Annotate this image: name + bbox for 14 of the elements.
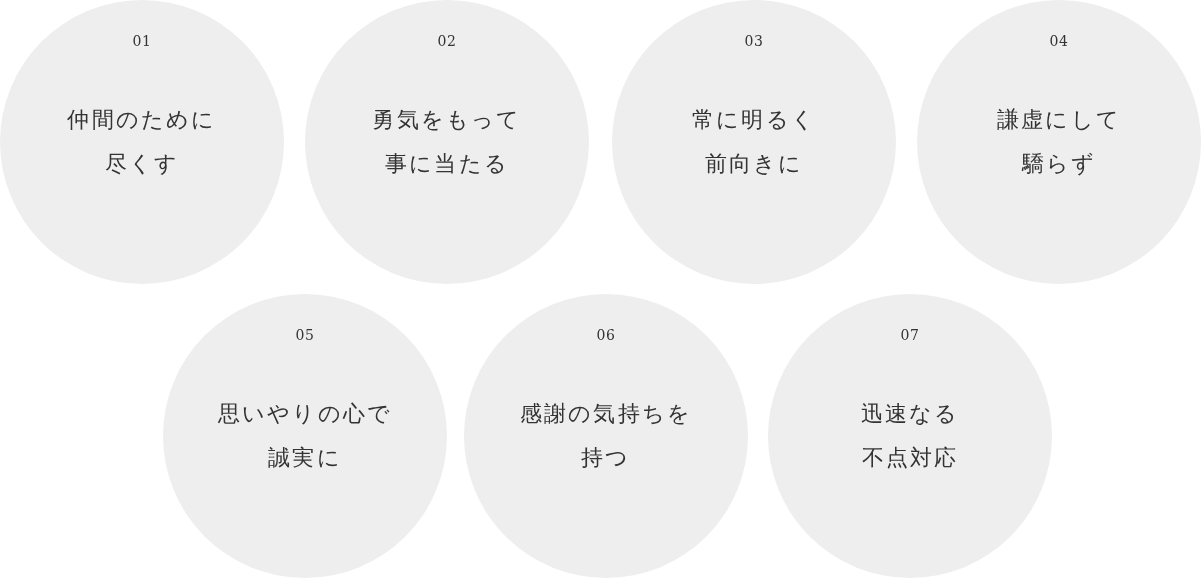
step-number: 04 — [1049, 33, 1069, 49]
step-number: 03 — [744, 33, 764, 49]
step-number: 02 — [437, 33, 457, 49]
value-text: 謙虚にして驕らず — [996, 106, 1122, 178]
step-number: 01 — [132, 33, 152, 49]
value-text: 思いやりの心で誠実に — [217, 400, 393, 472]
value-text: 感謝の気持ちを持つ — [518, 400, 694, 472]
value-text: 勇気をもって事に当たる — [371, 106, 523, 178]
value-text: 常に明るく前向きに — [691, 106, 817, 178]
value-text: 迅速なる不点対応 — [859, 400, 961, 472]
step-number: 07 — [900, 327, 920, 343]
step-number: 05 — [295, 327, 315, 343]
value-text: 仲間のために尽くす — [66, 106, 218, 178]
step-number: 06 — [596, 327, 616, 343]
